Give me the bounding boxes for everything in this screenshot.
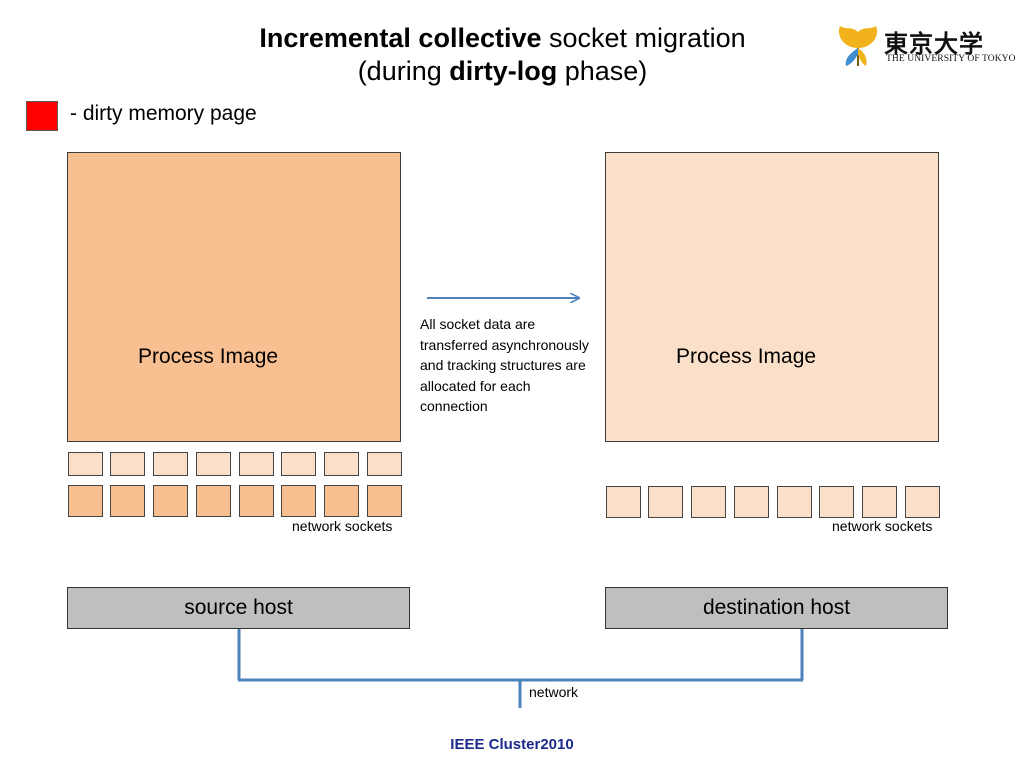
slide-title: Incremental collective socket migration … [180,22,825,88]
destination-network-socket [819,486,854,518]
source-socket-tracking [367,452,402,476]
source-network-socket [367,485,402,517]
destination-network-socket [734,486,769,518]
destination-network-socket [691,486,726,518]
university-ginkgo-logo-icon [838,26,878,66]
title-bold-part: Incremental collective [259,23,542,53]
conference-footer: IEEE Cluster2010 [450,736,574,753]
source-network-socket [110,485,145,517]
source-socket-tracking [281,452,316,476]
source-network-socket [239,485,274,517]
dirty-page-legend-swatch [26,101,58,131]
source-sockets-label: network sockets [292,518,393,534]
source-host-box: source host [67,587,410,629]
logo-english-text: THE UNIVERSITY OF TOKYO [886,54,1016,64]
source-socket-tracking [153,452,188,476]
title-rest-part: socket migration [541,23,746,53]
source-network-socket [153,485,188,517]
source-socket-tracking [68,452,103,476]
source-process-label: Process Image [138,345,279,368]
source-network-socket [281,485,316,517]
source-process-image [67,152,401,442]
network-lines [237,629,804,708]
title-line-2: (during dirty-log phase) [180,55,825,88]
destination-process-image [605,152,939,442]
logo-japanese-text: 東京大学 [884,29,984,58]
source-socket-tracking [196,452,231,476]
destination-network-socket [905,486,940,518]
title-line2-prefix: (during [357,56,450,86]
destination-host-box: destination host [605,587,948,629]
source-socket-tracking [110,452,145,476]
source-network-socket [68,485,103,517]
title-line-1: Incremental collective socket migration [180,22,825,55]
destination-network-socket [648,486,683,518]
source-socket-tracking [324,452,359,476]
destination-network-socket [606,486,641,518]
source-socket-tracking [239,452,274,476]
source-network-socket [196,485,231,517]
destination-sockets-label: network sockets [832,518,933,534]
source-network-socket [324,485,359,517]
title-line2-bold: dirty-log [449,56,558,86]
title-line2-suffix: phase) [557,56,648,86]
transfer-description: All socket data are transferred asynchro… [420,316,589,414]
destination-network-socket [777,486,812,518]
network-label: network [529,684,579,700]
destination-process-label: Process Image [676,345,817,368]
destination-network-socket [862,486,897,518]
dirty-page-legend-label: - dirty memory page [70,102,257,125]
